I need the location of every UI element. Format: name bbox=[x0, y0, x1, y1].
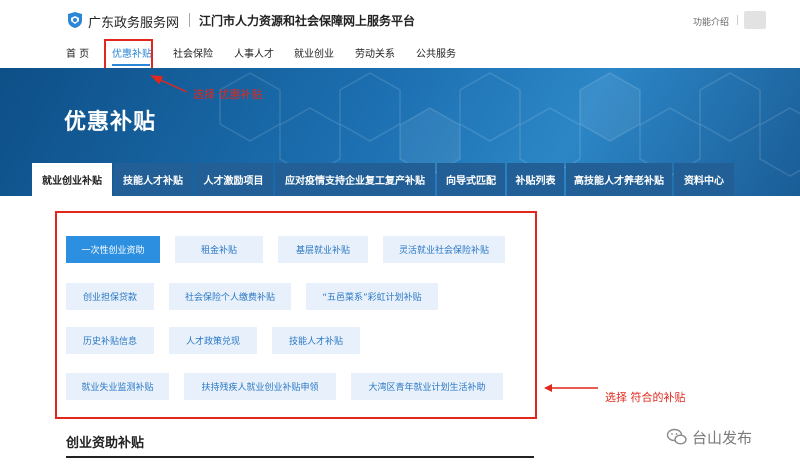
watermark-text: 台山发布 bbox=[692, 428, 753, 447]
subsidy-button[interactable]: 就业失业监测补贴 bbox=[66, 373, 169, 400]
tab-skill-talent-subsidy[interactable]: 技能人才补贴 bbox=[114, 163, 192, 196]
user-avatar[interactable] bbox=[744, 11, 766, 29]
nav-active-underline bbox=[112, 64, 150, 66]
subsidy-button[interactable]: 扶持残疾人就业创业补贴申领 bbox=[184, 373, 336, 400]
nav-item-home[interactable]: 首 页 bbox=[66, 49, 90, 60]
subsidy-button[interactable]: 基层就业补贴 bbox=[278, 236, 368, 263]
header-divider bbox=[189, 13, 190, 27]
nav-item-employment[interactable]: 就业创业 bbox=[294, 49, 334, 60]
tab-subsidy-list[interactable]: 补贴列表 bbox=[507, 163, 564, 196]
subsidy-button[interactable]: “五邑菜系”彩虹计划补贴 bbox=[306, 283, 438, 310]
nav-item-labor-relations[interactable]: 劳动关系 bbox=[355, 49, 395, 60]
subsidy-button[interactable]: 租金补贴 bbox=[175, 236, 263, 263]
tab-talent-incentive[interactable]: 人才激励项目 bbox=[194, 163, 273, 196]
tab-guided-match[interactable]: 向导式匹配 bbox=[437, 163, 505, 196]
section-divider bbox=[66, 456, 534, 458]
subsidy-button[interactable]: 技能人才补贴 bbox=[272, 327, 360, 354]
tab-resource-center[interactable]: 资料中心 bbox=[674, 163, 734, 196]
header-separator bbox=[737, 15, 738, 25]
nav-item-subsidy[interactable]: 优惠补贴 bbox=[112, 49, 152, 60]
site-name[interactable]: 广东政务服务网 bbox=[88, 16, 180, 31]
wechat-icon bbox=[666, 428, 687, 445]
tab-epidemic-support[interactable]: 应对疫情支持企业复工复产补贴 bbox=[275, 163, 435, 196]
subsidy-button[interactable]: 人才政策兑现 bbox=[169, 327, 257, 354]
subsidy-button[interactable]: 创业担保贷款 bbox=[66, 283, 154, 310]
annotation-select-matching: 选择 符合的补贴 bbox=[605, 391, 686, 404]
watermark: 台山发布 bbox=[666, 426, 752, 448]
top-bar: 广东政务服务网 江门市人力资源和社会保障网上服务平台 功能介绍 bbox=[0, 0, 800, 40]
nav-item-hr-talent[interactable]: 人事人才 bbox=[234, 49, 274, 60]
subsidy-button[interactable]: 社会保险个人缴费补贴 bbox=[169, 283, 291, 310]
section-title: 创业资助补贴 bbox=[66, 436, 145, 451]
subsidy-button[interactable]: 一次性创业资助 bbox=[66, 236, 160, 263]
tab-employment-subsidy[interactable]: 就业创业补贴 bbox=[32, 163, 112, 196]
function-intro-link[interactable]: 功能介绍 bbox=[693, 18, 730, 28]
main-nav: 首 页 优惠补贴 社会保险 人事人才 就业创业 劳动关系 公共服务 bbox=[0, 40, 800, 68]
subsidy-button[interactable]: 历史补贴信息 bbox=[66, 327, 154, 354]
nav-item-social-insurance[interactable]: 社会保险 bbox=[173, 49, 213, 60]
subsidy-button[interactable]: 大湾区青年就业计划生活补助 bbox=[351, 373, 503, 400]
nav-item-public-service[interactable]: 公共服务 bbox=[416, 49, 456, 60]
annotation-select-subsidy: 选择 优惠补贴 bbox=[193, 88, 263, 101]
tab-senior-skill-pension[interactable]: 高技能人才养老补贴 bbox=[566, 163, 672, 196]
annotation-arrow bbox=[544, 384, 598, 392]
annotation-box-subsidies bbox=[55, 211, 537, 419]
subsidy-category-tabs: 就业创业补贴 技能人才补贴 人才激励项目 应对疫情支持企业复工复产补贴 向导式匹… bbox=[32, 163, 736, 196]
guangdong-logo-icon bbox=[68, 12, 82, 28]
subsidy-button[interactable]: 灵活就业社会保险补贴 bbox=[383, 236, 505, 263]
platform-name[interactable]: 江门市人力资源和社会保障网上服务平台 bbox=[199, 14, 416, 28]
banner-title: 优惠补贴 bbox=[64, 110, 157, 135]
